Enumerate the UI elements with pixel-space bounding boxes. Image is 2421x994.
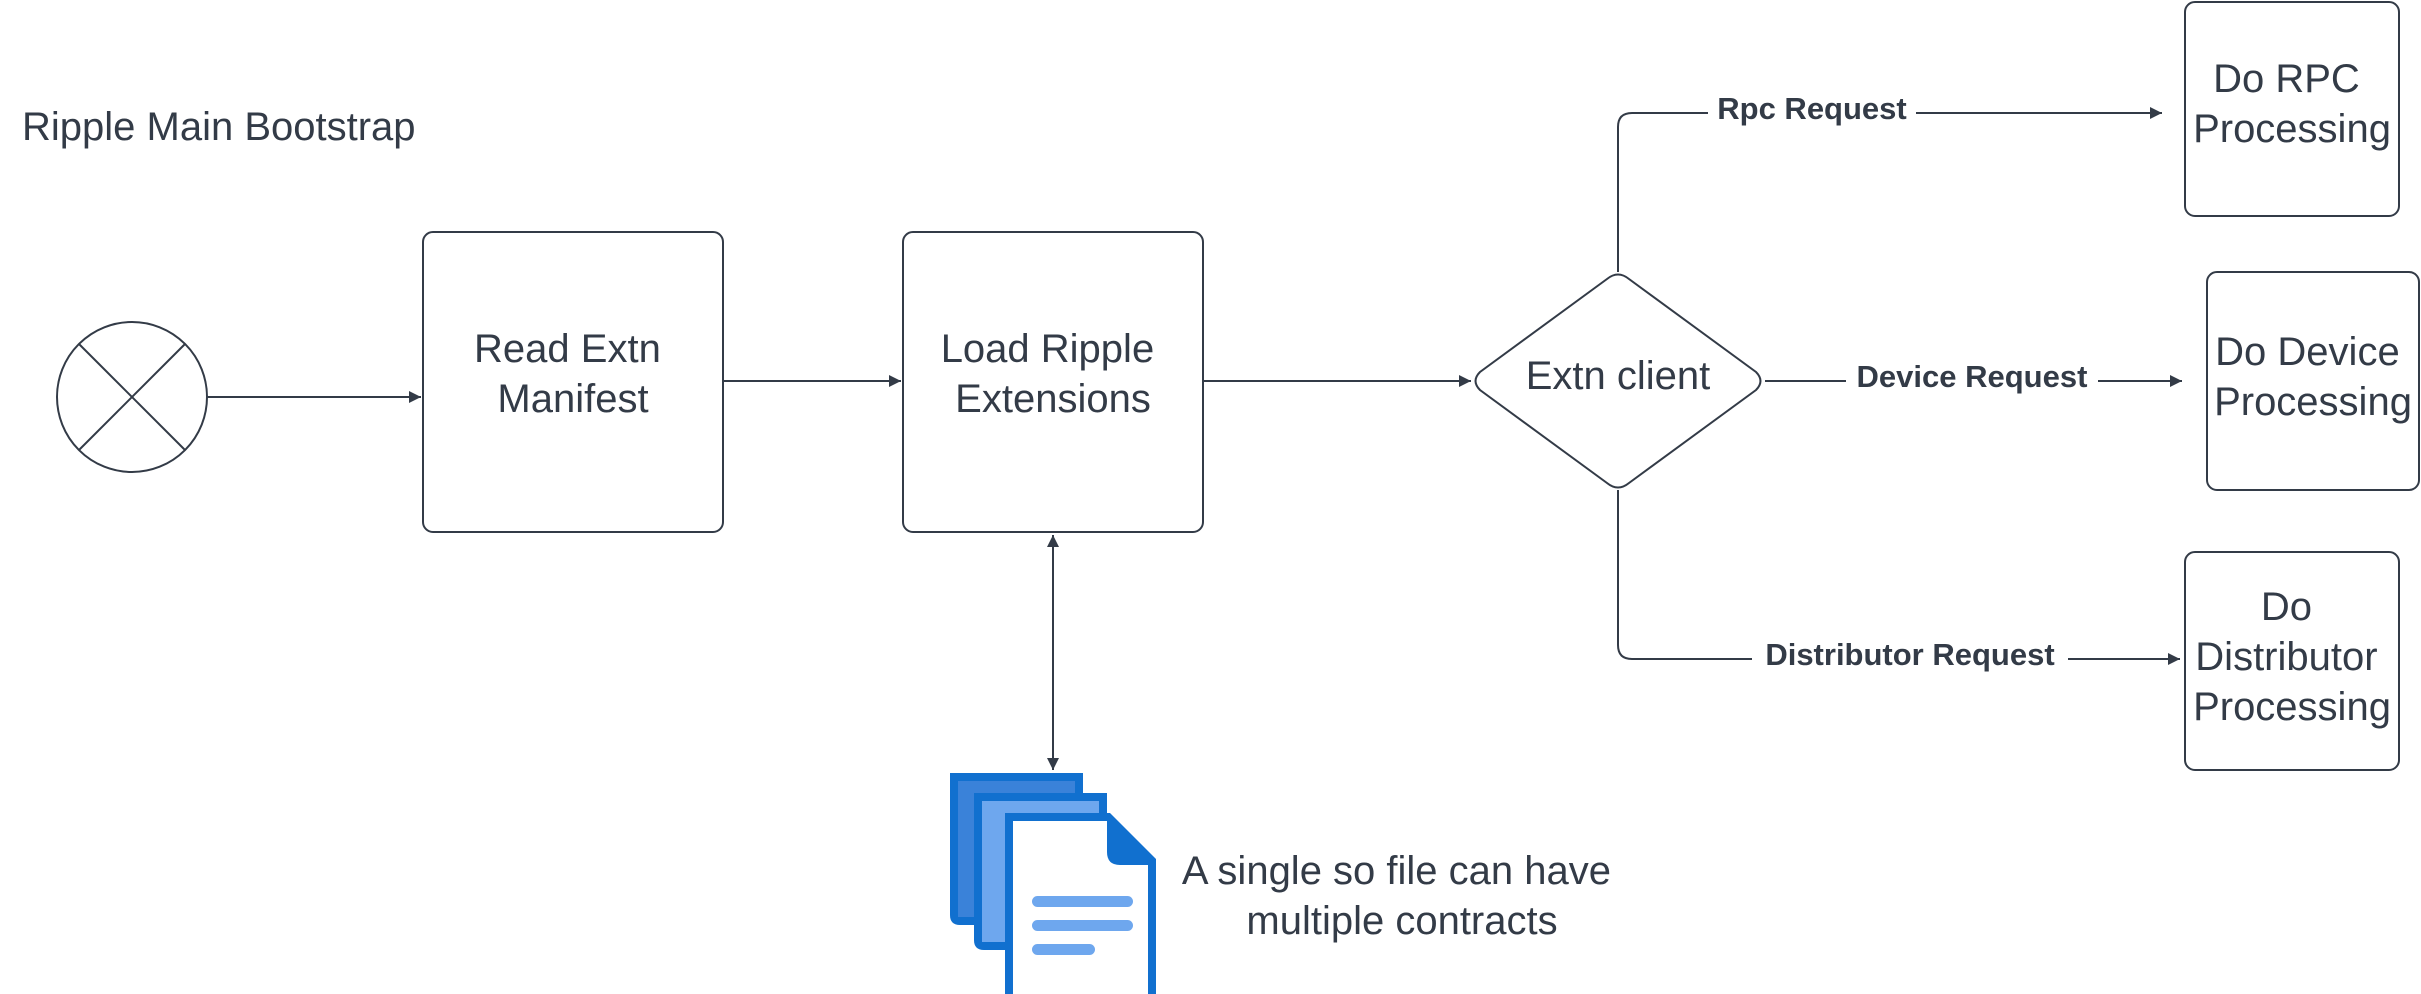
files-note-line: A single so file can have: [1182, 849, 1611, 893]
node-label-line: Manifest: [497, 377, 648, 421]
node-extn-client: Extn client: [1474, 273, 1762, 489]
node-device-processing: Do Device Processing: [2206, 271, 2420, 491]
node-load-extensions: Load Ripple Extensions: [902, 231, 1204, 533]
node-label-line: Do: [2261, 585, 2312, 629]
files-note-line: multiple contracts: [1246, 899, 1557, 943]
node-label-line: Do RPC: [2213, 57, 2360, 101]
node-label-extn-client: Extn client: [1526, 354, 1711, 398]
node-label-line: Processing: [2214, 380, 2412, 424]
edge-label-rpc-request: Rpc Request: [1717, 91, 1906, 126]
node-read-manifest: Read Extn Manifest: [422, 231, 724, 533]
svg-text:Read Extn Manifest: Read Extn Manifest: [474, 327, 672, 421]
node-label-line: Processing: [2193, 685, 2391, 729]
svg-text:Do RPC Processing: Do RPC Processing: [2193, 57, 2391, 151]
stacked-documents-icon: [950, 773, 1156, 994]
svg-text:Load Ripple Extensions: Load Ripple Extensions: [941, 327, 1166, 421]
node-label-line: Extensions: [955, 377, 1151, 421]
node-label-line: Load Ripple: [941, 327, 1155, 371]
svg-text:Do Device Processing: Do Device Processing: [2214, 330, 2412, 424]
edge-label-distributor-request: Distributor Request: [1765, 637, 2054, 672]
start-cross-circle-icon: [56, 321, 208, 473]
edge-label-device-request: Device Request: [1857, 359, 2088, 394]
node-distributor-processing: Do Distributor Processing: [2184, 551, 2400, 771]
files-note: A single so file can have multiple contr…: [1182, 849, 1622, 943]
svg-text:Do Distributor Pro: Do Distributor Processing: [2193, 585, 2391, 729]
node-rpc-processing: Do RPC Processing: [2184, 1, 2400, 217]
node-label-line: Read Extn: [474, 327, 661, 371]
node-label-line: Do Device: [2215, 330, 2400, 374]
edge-extn-client-to-distributor: [1617, 490, 2180, 665]
node-label-line: Processing: [2193, 107, 2391, 151]
node-label-line: Distributor: [2195, 635, 2377, 679]
diagram-title: Ripple Main Bootstrap: [22, 105, 416, 149]
edge-extn-client-to-rpc: [1617, 107, 2162, 272]
